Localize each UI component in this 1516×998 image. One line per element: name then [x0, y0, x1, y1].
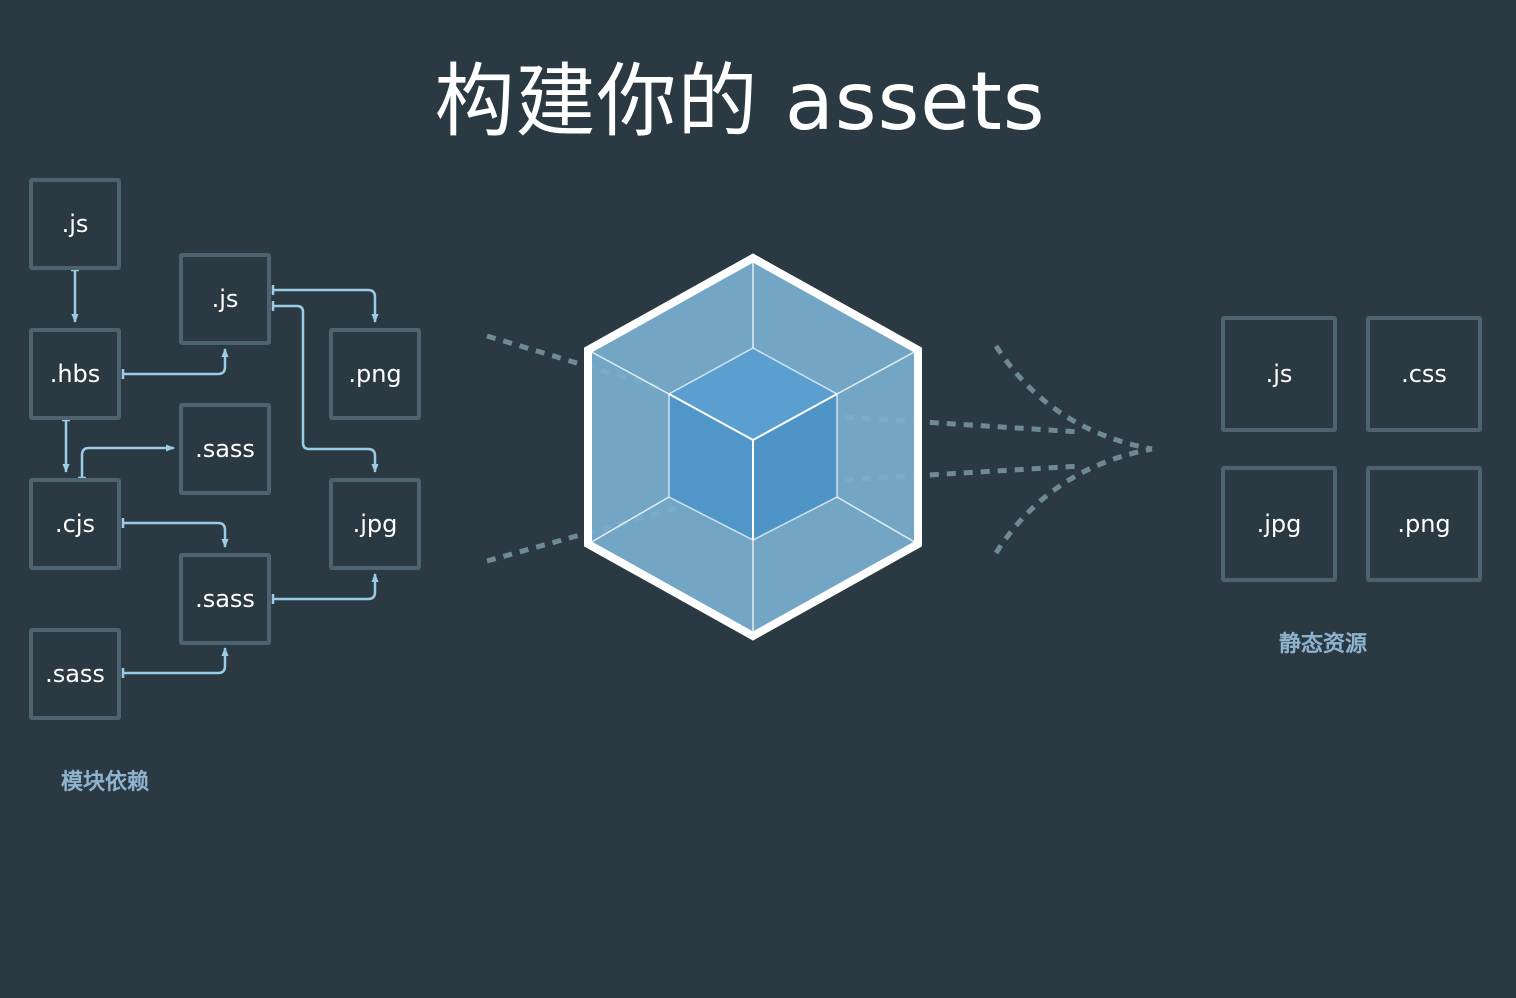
arrow-cjs-to-sass-2 [123, 521, 229, 548]
module-box-cjs: .cjs [29, 478, 121, 570]
asset-box-css: .css [1366, 316, 1482, 432]
module-box-sass-bottom: .sass [29, 628, 121, 720]
module-box-sass-2: .sass [179, 553, 271, 645]
module-box-js-1: .js [29, 178, 121, 270]
arrow-cjs-to-sass [80, 444, 175, 478]
arrow-hbs-to-js [123, 348, 229, 376]
arrow-js-to-png [273, 288, 379, 323]
asset-box-png: .png [1366, 466, 1482, 582]
dash-out-top [993, 344, 1153, 452]
cube-inner-face-left [669, 394, 753, 540]
cube-inner-face-right [753, 394, 837, 540]
page-title: 构建你的 assets [434, 55, 1046, 148]
module-box-sass-1: .sass [179, 403, 271, 495]
dash-out-bottom [993, 446, 1153, 555]
modules-caption: 模块依赖 [61, 770, 150, 795]
arrow-js-to-jpg [273, 304, 379, 473]
dash-in-top [486, 333, 661, 391]
arrow-sass-to-sass [123, 647, 229, 675]
arrow-sass-to-jpg [273, 573, 379, 601]
module-box-hbs: .hbs [29, 328, 121, 420]
asset-box-js: .js [1221, 316, 1337, 432]
asset-box-jpg: .jpg [1221, 466, 1337, 582]
module-box-js-2: .js [179, 253, 271, 345]
assets-caption: 静态资源 [1279, 632, 1368, 657]
module-box-jpg: .jpg [329, 478, 421, 570]
module-box-png: .png [329, 328, 421, 420]
